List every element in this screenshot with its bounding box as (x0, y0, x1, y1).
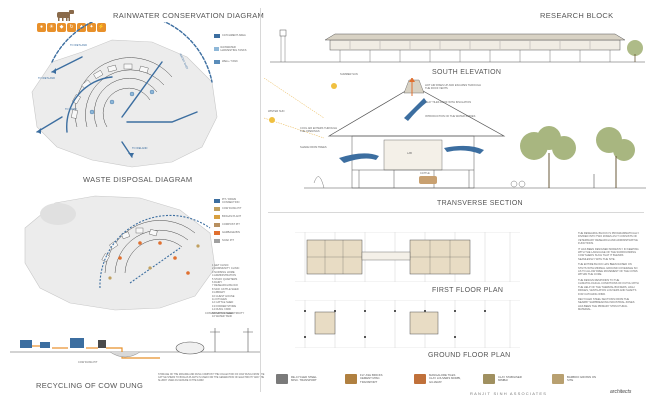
sun-icon: ☀ (47, 23, 56, 32)
list-item: 11 KITCHEN (212, 298, 227, 302)
description-paragraph: RECYCLED STEEL SECTIONS FROM THE NEARBY … (578, 297, 635, 312)
material-item: MANGALORE TILES CLAY LOUVERS MORBI, GUJA… (414, 373, 463, 385)
research-block-title: RESEARCH BLOCK (540, 11, 614, 20)
list-item: 8 SICK CATTLE SHED (212, 287, 239, 291)
recycle-icon: ↻ (67, 23, 76, 32)
legend-item: COMPOST PIT (214, 223, 240, 227)
legend-item: PIT / DRAIN CONNECTION (214, 198, 254, 205)
energy-icon: ⚡ (97, 23, 106, 32)
recycling-title: RECYCLING OF COW DUNG (36, 381, 144, 390)
note-hot-air: HOT AIR RISES UP AND ESCAPES THROUGH THE… (425, 84, 481, 91)
transverse-section-drawing (264, 78, 646, 189)
label-conversion-electricity: CONVERSION TO ELECTRICITY (205, 312, 245, 315)
list-item: 2 COMMUNITY CLINIC (212, 267, 240, 271)
rainwater-site-diagram (31, 22, 218, 168)
list-item: 6 DAIRY (212, 281, 223, 285)
label-to-wetland-1: TO WETLAND (70, 44, 87, 47)
cow-icon: ◆ (57, 23, 66, 32)
rainwater-diagram-title: RAINWATER CONSERVATION DIAGRAM (113, 11, 265, 20)
list-item: 15 CATTLE SHED (212, 311, 234, 315)
waste-diagram-title: WASTE DISPOSAL DIAGRAM (83, 175, 193, 184)
material-item: CLAY STABILISER MIMBAI (483, 374, 532, 384)
list-item: 9 LIBRARY (212, 291, 226, 295)
research-block-description: THE RESEARCH BLOCK IS PROGRAMMATICALLY D… (578, 232, 640, 312)
note-cool-air: COOL AIR ENTERS THROUGH THE OPENINGS (300, 127, 338, 134)
legend-item: RAINWATER HARVESTING TANKS (214, 46, 252, 53)
label-lab: LAB (407, 152, 412, 155)
list-item: 10 GUEST HOUSE (212, 294, 235, 298)
water-drop-icon: ● (37, 23, 46, 32)
firm-tag: architects (610, 389, 632, 395)
list-item: 5 STAFF QUARTERS (212, 277, 238, 281)
list-item: 4 ADMINISTRATION (212, 274, 237, 278)
list-item: 13 FODDER STORE (212, 304, 237, 308)
list-item: 7 RESEARCH BLOCK (212, 284, 239, 288)
bulb-icon: ✦ (87, 23, 96, 32)
icon-strip: ● ☀ ◆ ↻ ♣ ✦ ⚡ (37, 23, 107, 35)
label-to-wetland-2: TO WETLAND (38, 77, 55, 80)
material-item: BAMBOO GROWN ON SITE (552, 374, 601, 384)
legend-item: SOAK PIT (214, 239, 234, 243)
description-paragraph: IT HAS BEEN DESIGNED MODESTLY IN KEEPING… (578, 247, 639, 261)
label-cattle: CATTLE (420, 172, 430, 175)
label-to-farm: TO FARM (65, 108, 77, 111)
legend-item: BIOGAS PLANT (214, 215, 241, 219)
ground-floor-plan (295, 300, 520, 348)
label-to-weland: TO WELAND (132, 147, 148, 150)
description-paragraph: THE RESEARCH BLOCK IS PROGRAMMATICALLY D… (578, 232, 640, 246)
material-item: RE-CYCLED STEEL MISC. TRANSPORT (276, 374, 325, 384)
firm-name: RANJIT SINH ASSOCIATES (470, 391, 548, 396)
first-floor-plan (295, 232, 520, 282)
column-divider (260, 8, 261, 392)
south-elevation-drawing (270, 29, 645, 63)
description-paragraph: THE ENTIRE BLOCK HAS BEEN RAISED ON STIL… (578, 263, 638, 277)
list-item: 14 DUNG YARD (212, 308, 231, 312)
list-item: 12 CATTLE SHED (212, 301, 234, 305)
cow-silhouette-icon (57, 10, 74, 21)
legend-item: CATCHMENT AREA (214, 34, 246, 38)
legend-item: GARBAGE BIN (214, 231, 240, 235)
south-elevation-title: SOUTH ELEVATION (432, 69, 502, 76)
label-cow-dung-pit: COW DUNG PIT (78, 361, 98, 364)
note-winter-sun: WINTER SUN (268, 110, 285, 113)
waste-building-list: 1 GET CLINIC 2 COMMUNITY CLINIC 3 NURSIN… (212, 264, 258, 319)
material-item: FLY ASH BRICKS CEMENT MISC. TRANSPORT (345, 373, 394, 385)
description-paragraph: THE DESIGN RESPONDS TO THE CLIMATOLOGICA… (578, 278, 639, 296)
first-floor-title: FIRST FLOOR PLAN (432, 287, 504, 294)
cow-dung-recycling-diagram (10, 328, 260, 359)
recycling-description: STORAGE OF THE MANURE AND DUNG COMPOST T… (158, 374, 265, 382)
note-shade: SHADE FROM TREES (300, 146, 327, 149)
list-item: 1 GET CLINIC (212, 264, 229, 267)
note-clay-tiles: CLAY TILES ROOF WITH INSULATION (425, 101, 472, 104)
ground-floor-title: GROUND FLOOR PLAN (428, 352, 511, 359)
list-item: 3 NURSING HOME (212, 270, 235, 274)
legend-item: WELL / TANK (214, 60, 238, 64)
note-summer-sun: SUMMER SUN (340, 73, 358, 76)
legend-item: COW DUNG PIT (214, 207, 241, 211)
waste-site-diagram (24, 195, 216, 311)
section-divider (268, 212, 644, 213)
note-intro-water: INTRODUCTION OF THE WATER BODIES (425, 115, 476, 118)
list-item: 16 WATER TANK (212, 315, 233, 319)
transverse-section-title: TRANSVERSE SECTION (437, 200, 523, 207)
